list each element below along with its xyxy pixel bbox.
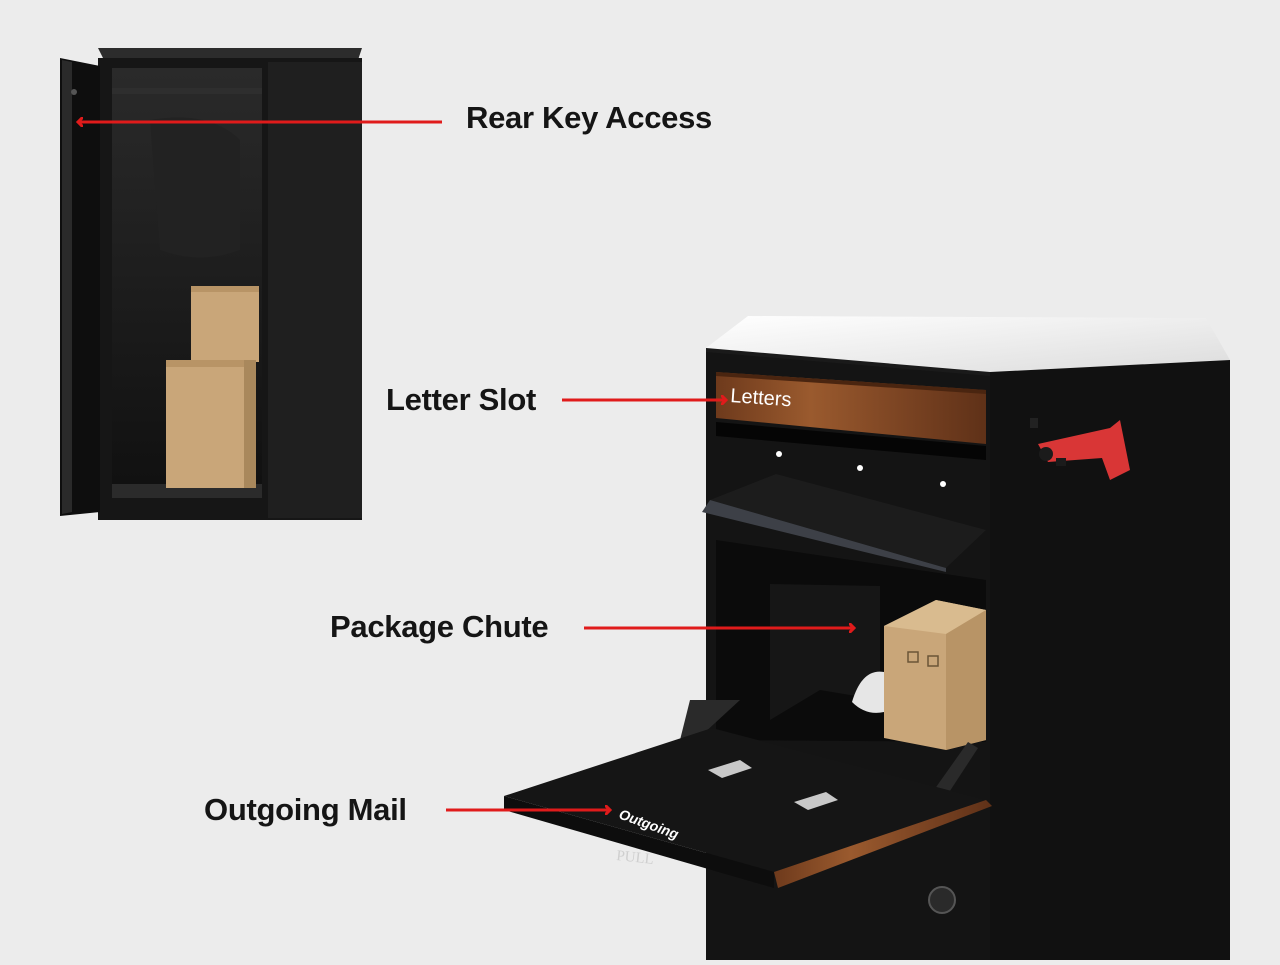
rear-key-lock: [71, 89, 77, 95]
outgoing-tray-edge: [774, 800, 992, 888]
callout-letter-slot: Letter Slot: [386, 382, 536, 417]
package-box-small: [191, 286, 259, 362]
mailbox-side: [990, 360, 1230, 960]
rear-cabinet-chute: [150, 117, 240, 258]
callout-arrows: [78, 122, 854, 810]
callout-rear-key-access: Rear Key Access: [466, 100, 712, 135]
rear-cabinet-side: [268, 62, 362, 518]
chute-flap: [710, 474, 986, 568]
letters-plate: [716, 372, 986, 444]
letters-plate-text: Letters: [730, 385, 793, 411]
letter-slot: [716, 422, 986, 460]
callout-outgoing-mail: Outgoing Mail: [204, 792, 407, 827]
outgoing-tray: [504, 728, 986, 872]
package-box-large: [166, 360, 252, 488]
tray-clip-left: [708, 760, 752, 778]
mailbox-lock: [928, 886, 956, 914]
tray-clip-right: [794, 792, 838, 810]
mailbox-top: [706, 316, 1230, 372]
rear-cabinet: [60, 48, 362, 520]
mailbox-flag: [1038, 420, 1130, 480]
rear-cabinet-rail: [112, 88, 262, 94]
pull-tab-text: PULL: [616, 848, 655, 868]
mailbox: Letters Outgoing PULL: [504, 316, 1230, 960]
callout-package-chute: Package Chute: [330, 609, 549, 644]
